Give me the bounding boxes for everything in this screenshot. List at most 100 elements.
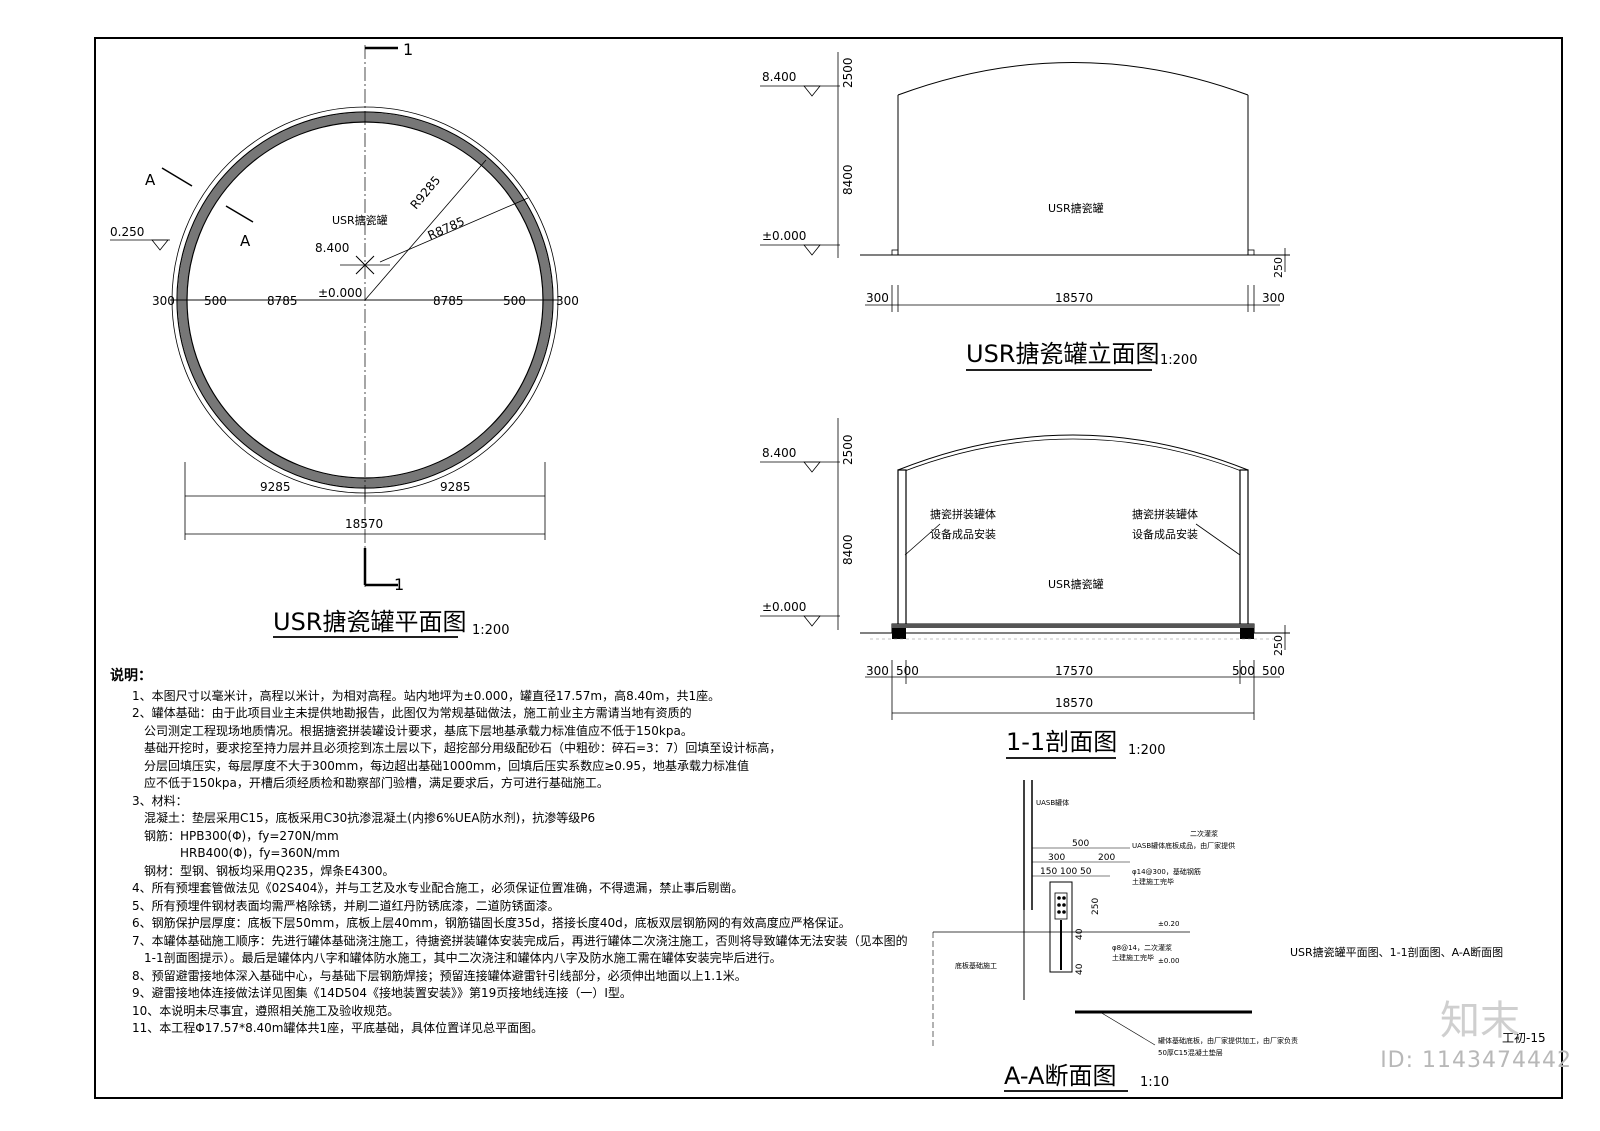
- plan-half-dim-right: 9285: [440, 480, 471, 494]
- section-tank-label: USR搪瓷罐: [1048, 577, 1104, 591]
- detail-dim-300: 300: [1048, 853, 1065, 863]
- detail-dim-150: 150: [1040, 867, 1057, 877]
- elevation-elev-zero: ±0.000: [762, 229, 806, 243]
- detail-label-2: UASB罐体底板成品，由厂家提供: [1132, 841, 1235, 850]
- section-dim-1: 500: [896, 664, 919, 678]
- elevation-tank-label: USR搪瓷罐: [1048, 201, 1104, 215]
- watermark-id: ID: 1143474442: [1380, 1048, 1572, 1073]
- detail-dim-40a: 40: [1075, 928, 1085, 940]
- note-line: 9、避雷接地体连接做法详见图集《14D504《接地装置安装》》第19页接地线连接…: [132, 986, 632, 1000]
- section-dim-4: 500: [1262, 664, 1285, 678]
- sheet-border: [94, 37, 1563, 1099]
- note-line: 基础开挖时，要求挖至持力层并且必须挖到冻土层以下，超挖部分用级配砂石（中粗砂：碎…: [144, 741, 782, 755]
- radius-outer: R9285: [408, 173, 444, 212]
- note-line: 混凝土：垫层采用C15，底板采用C30抗渗混凝土(内掺6%UEA防水剂)，抗渗等…: [144, 811, 596, 825]
- plan-dim-row: 300 500 8785 8785 500 300: [152, 294, 579, 308]
- detail-label-6: 土建施工完毕: [1112, 953, 1154, 962]
- detail-label-9: 底板基础施工: [955, 961, 997, 970]
- cut-mark-a2: A: [240, 232, 251, 250]
- detail-label-3: φ14@300，基础钢筋: [1132, 867, 1201, 876]
- section-note-left-1: 搪瓷拼装罐体: [930, 507, 996, 521]
- detail-label-8: ±0.00: [1158, 957, 1179, 965]
- section-view: 搪瓷拼装罐体 设备成品安装 搪瓷拼装罐体 设备成品安装 USR搪瓷罐 8.400…: [760, 418, 1290, 759]
- elevation-dim-1: 18570: [1055, 291, 1093, 305]
- detail-label-11: 50厚C15混凝土垫层: [1158, 1048, 1223, 1057]
- detail-label-0: UASB罐体: [1036, 798, 1069, 807]
- note-line: 钢筋：HPB300(Φ)，fy=270N/mm: [144, 828, 339, 843]
- detail-label-10: 罐体基础底板，由厂家提供加工，由厂家负责: [1158, 1036, 1298, 1045]
- detail-dim-200: 200: [1098, 853, 1115, 863]
- note-line: 8、预留避雷接地体深入基础中心，与基础下层钢筋焊接；预留连接罐体避雷针引线部分，…: [132, 968, 747, 983]
- elevation-title: USR搪瓷罐立面图: [966, 340, 1159, 368]
- note-line: 7、本罐体基础施工顺序：先进行罐体基础浇注施工，待搪瓷拼装罐体安装完成后，再进行…: [132, 933, 908, 948]
- section-note-right-1: 搪瓷拼装罐体: [1132, 507, 1198, 521]
- section-mark-bottom: 1: [394, 575, 404, 594]
- note-line: 1、本图尺寸以毫米计，高程以米计，为相对高程。站内地坪为±0.000，罐直径17…: [132, 688, 721, 703]
- note-line: 1-1剖面图提示）。最后是罐体内八字和罐体防水施工，其中二次浇注和罐体内八字及防…: [144, 951, 782, 965]
- section-dim-2: 17570: [1055, 664, 1093, 678]
- note-line: 公司测定工程现场地质情况。根据搪瓷拼装罐设计要求，基底下层地基承载力标准值应不低…: [144, 723, 693, 738]
- detail-view: 500 300 200 150 100 50 250 40 40 UASB罐体 …: [932, 780, 1298, 1092]
- detail-dim-100: 100: [1060, 867, 1077, 877]
- detail-scale: 1:10: [1140, 1075, 1169, 1090]
- plan-elev-ground: 0.250: [110, 225, 144, 239]
- section-title: 1-1剖面图: [1006, 728, 1117, 756]
- plan-title: USR搪瓷罐平面图: [273, 608, 466, 636]
- plan-total-dim: 18570: [345, 517, 383, 531]
- detail-dim-250: 250: [1091, 898, 1101, 915]
- detail-dim-40b: 40: [1075, 963, 1085, 975]
- plan-elev-top: 8.400: [315, 241, 349, 255]
- plan-dim-2: 8785: [267, 294, 298, 308]
- plan-half-dim-left: 9285: [260, 480, 291, 494]
- cut-mark-a1: A: [145, 171, 156, 189]
- plan-dim-4: 500: [503, 294, 526, 308]
- detail-label-4: 土建施工完毕: [1132, 877, 1174, 886]
- design-notes: 说明： 1、本图尺寸以毫米计，高程以米计，为相对高程。站内地坪为±0.000，罐…: [110, 668, 930, 1038]
- sheet-number: 工初-15: [1502, 1031, 1546, 1045]
- note-line: 应不低于150kpa，开槽后须经质检和勘察部门验槽，满足要求后，方可进行基础施工…: [144, 776, 609, 790]
- plan-dim-0: 300: [152, 294, 175, 308]
- plan-dim-5: 300: [556, 294, 579, 308]
- elevation-dim-2: 300: [1262, 291, 1285, 305]
- note-line: 钢材：型钢、钢板均采用Q235，焊条E4300。: [144, 863, 395, 878]
- watermark-logo: 知末: [1440, 998, 1520, 1044]
- plan-tank-label: USR搪瓷罐: [332, 213, 388, 227]
- note-line: 4、所有预埋套管做法见《02S404》，并与工艺及水专业配合施工，必须保证位置准…: [132, 881, 744, 895]
- plan-view: 1 1 A A R9285 R8785 USR搪瓷罐 0.250 8.400 ±…: [110, 40, 579, 638]
- section-mark-top: 1: [403, 40, 413, 59]
- plan-scale: 1:200: [472, 623, 509, 638]
- section-note-left-2: 设备成品安装: [930, 527, 996, 541]
- elevation-view: USR搪瓷罐 8.400 ±0.000 2500 8400 250 300 18…: [760, 52, 1290, 371]
- plan-elev-zero: ±0.000: [318, 286, 362, 300]
- detail-dim-50: 50: [1080, 867, 1092, 877]
- note-line: 6、钢筋保护层厚度：底板下层50mm，底板上层40mm，钢筋锚固长度35d，搭接…: [132, 916, 851, 930]
- note-line: 10、本说明未尽事宜，遵照相关施工及验收规范。: [132, 1003, 400, 1018]
- section-vdim-2: 250: [1272, 635, 1285, 656]
- note-line: 11、本工程Φ17.57*8.40m罐体共1座，平底基础，具体位置详见总平面图。: [132, 1021, 544, 1035]
- note-line: 2、罐体基础：由于此项目业主未提供地勘报告，此图仅为常规基础做法，施工前业主方需…: [132, 706, 692, 720]
- detail-dim-500: 500: [1072, 839, 1089, 849]
- note-line: HRB400(Φ)，fy=360N/mm: [180, 846, 340, 860]
- elevation-vdim-0: 2500: [841, 57, 855, 88]
- detail-label-7: ±0.20: [1158, 920, 1179, 928]
- section-scale: 1:200: [1128, 743, 1165, 758]
- detail-label-1: 二次灌浆: [1190, 829, 1218, 838]
- section-total-dim: 18570: [1055, 696, 1093, 710]
- note-line: 3、材料：: [132, 793, 188, 808]
- section-elev-zero: ±0.000: [762, 600, 806, 614]
- section-vdim-0: 2500: [841, 434, 855, 465]
- elevation-dim-0: 300: [866, 291, 889, 305]
- elevation-vdim-1: 8400: [841, 164, 855, 195]
- section-note-right-2: 设备成品安装: [1132, 527, 1198, 541]
- section-vdim-1: 8400: [841, 534, 855, 565]
- note-line: 5、所有预埋件钢材表面均需严格除锈，并刷二道红丹防锈底漆，二道防锈面漆。: [132, 898, 560, 913]
- radius-inner: R8785: [426, 214, 467, 243]
- sheet-caption: USR搪瓷罐平面图、1-1剖面图、A-A断面图: [1290, 945, 1503, 959]
- section-elev-top: 8.400: [762, 446, 796, 460]
- detail-label-5: φ8@14，二次灌浆: [1112, 943, 1172, 952]
- elevation-vdim-2: 250: [1272, 257, 1285, 278]
- elevation-scale: 1:200: [1160, 353, 1197, 368]
- plan-dim-3: 8785: [433, 294, 464, 308]
- detail-title: A-A断面图: [1004, 1062, 1116, 1090]
